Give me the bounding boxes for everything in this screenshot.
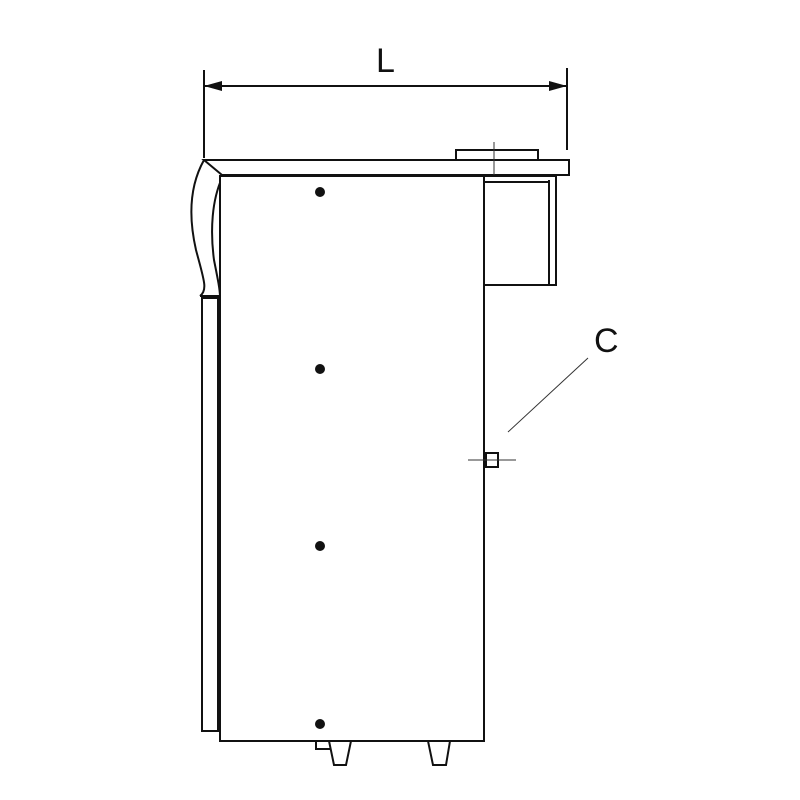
dimension-l: L [203,42,568,158]
foot-rear [426,740,452,766]
dimension-arrow-right [549,81,567,91]
feet [315,740,452,766]
fixing-point [315,364,325,374]
cabinet-body [219,175,557,742]
dimension-arrow-left [204,81,222,91]
worktop [201,142,570,186]
fixing-point [315,719,325,729]
cabinet-side-panel [219,175,485,742]
dimension-label-l: L [376,42,395,80]
front-panel [190,159,223,732]
foot-front [327,740,353,766]
label-c: C [594,322,619,360]
fixing-points [315,187,325,729]
front-curve [190,159,206,297]
top-fitting [455,149,539,161]
rear-box [483,175,557,286]
leader-line-c [507,357,589,433]
worktop-slab [201,159,570,176]
connection-c: C [468,322,619,468]
fixing-point [315,187,325,197]
front-door-panel [201,297,219,732]
fixing-point [315,541,325,551]
